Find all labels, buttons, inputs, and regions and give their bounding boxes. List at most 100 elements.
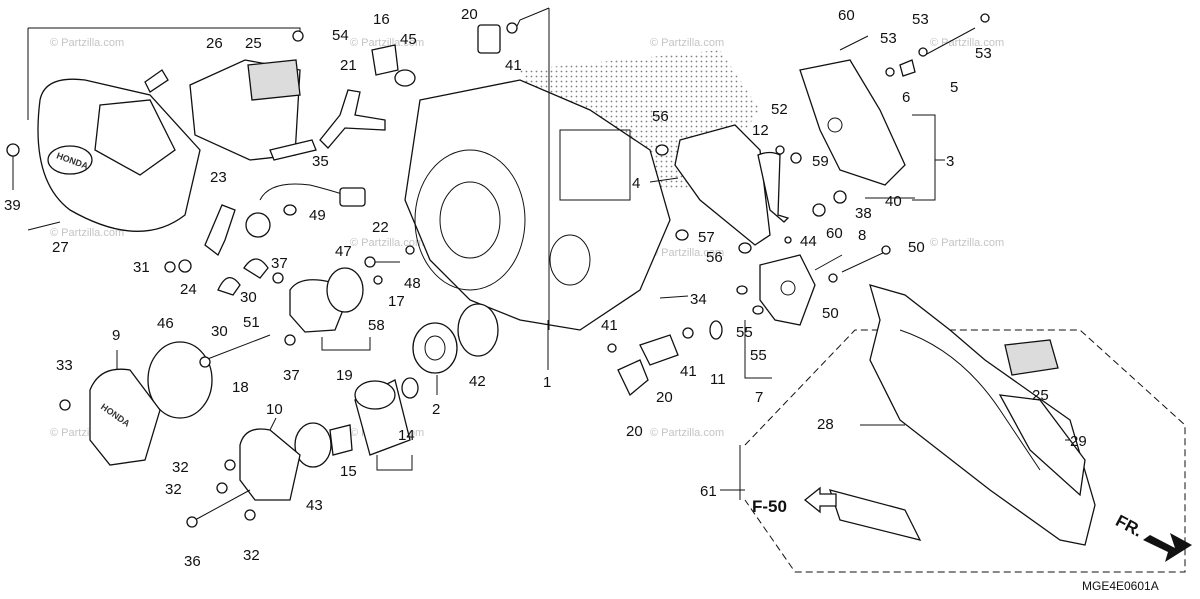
cover-9	[89, 368, 161, 466]
oring-46	[147, 341, 213, 419]
pad-25	[247, 59, 301, 101]
callout-20-low: 20	[626, 423, 643, 440]
sensor-20-low	[617, 359, 649, 397]
callout-43: 43	[306, 497, 323, 514]
watermark-2: © Partzilla.com	[50, 227, 124, 239]
callout-59: 59	[812, 153, 829, 170]
callout-24: 24	[180, 281, 197, 298]
callout-57: 57	[698, 229, 715, 246]
callout-56a: 56	[652, 108, 669, 125]
callout-48: 48	[404, 275, 421, 292]
plug-16	[371, 44, 399, 76]
cover-3	[799, 59, 906, 186]
callout-30b: 30	[240, 289, 257, 306]
leader-13	[376, 455, 413, 471]
bolt-37b	[284, 334, 296, 346]
callout-labels: 1 2 3 4 5 6 7 8 9 10 11 12 14 15 16 17 1…	[4, 6, 1087, 570]
bolt-34	[659, 295, 689, 299]
bolt-8	[841, 251, 886, 273]
leader-4	[649, 177, 679, 183]
callout-51: 51	[243, 314, 260, 331]
wire-22	[259, 183, 346, 201]
leader-10	[269, 417, 277, 431]
bolt-17-head	[364, 256, 376, 268]
callout-16: 16	[373, 11, 390, 28]
diagram-code: MGE4E0601A	[1082, 579, 1159, 593]
callout-42: 42	[469, 373, 486, 390]
clamp-30b	[243, 258, 269, 279]
callout-32b: 32	[165, 481, 182, 498]
crankcase-cover-1	[404, 79, 671, 331]
watermark-10: © Partzilla.com	[930, 37, 1004, 49]
callout-45: 45	[400, 31, 417, 48]
sensor-22	[245, 212, 271, 238]
cover-tab	[144, 69, 169, 93]
callout-56b: 56	[706, 249, 723, 266]
group-61-boundary	[744, 329, 1186, 573]
gasket-plate-4	[674, 124, 771, 246]
callout-32c: 32	[243, 547, 260, 564]
dowel-58	[373, 275, 383, 285]
fairing-28-crease	[899, 329, 1041, 471]
arrow-right-icon	[1143, 533, 1192, 562]
oring-49	[283, 204, 297, 216]
washer-41-top	[506, 22, 518, 34]
washer-41-low	[607, 343, 617, 353]
callout-55b: 55	[750, 347, 767, 364]
callout-37b: 37	[283, 367, 300, 384]
valve-body-7-hole	[780, 280, 796, 296]
callout-54: 54	[332, 27, 349, 44]
cover-port	[549, 234, 591, 286]
bolt-59	[790, 152, 802, 164]
callout-4: 4	[632, 175, 640, 192]
cover-3-hole	[827, 117, 843, 133]
callout-34: 34	[690, 291, 707, 308]
watermark-1: © Partzilla.com	[50, 37, 124, 49]
callout-35: 35	[312, 153, 329, 170]
callout-15: 15	[340, 463, 357, 480]
reference-label[interactable]: F-50	[752, 497, 787, 516]
callout-5: 5	[950, 79, 958, 96]
callout-37a: 37	[271, 255, 288, 272]
clamp-30a	[217, 277, 241, 296]
spring-14	[401, 377, 419, 399]
callout-60a: 60	[838, 7, 855, 24]
leader-20-head	[514, 7, 550, 31]
pad-25-lower	[1004, 339, 1059, 376]
filter-cap-2	[412, 322, 458, 374]
callout-2: 2	[432, 401, 440, 418]
hollow-arrow-left-icon	[803, 486, 837, 514]
washer-48	[405, 245, 415, 255]
callout-18: 18	[232, 379, 249, 396]
callout-7: 7	[755, 389, 763, 406]
cover-bore-inner	[439, 181, 501, 259]
bolt-54	[292, 30, 304, 42]
valve-body-7	[759, 254, 816, 326]
leader-7	[744, 320, 772, 379]
leader-27	[27, 221, 61, 231]
callout-41-top: 41	[505, 57, 522, 74]
bolt-32b	[216, 482, 228, 494]
callout-10: 10	[266, 401, 283, 418]
connector-22	[339, 187, 366, 207]
washer-53b	[918, 47, 928, 57]
guide-23	[204, 204, 236, 257]
leader-19	[321, 337, 371, 351]
bolt-39	[6, 143, 20, 157]
callout-46: 46	[157, 315, 174, 332]
bolt-38	[812, 203, 826, 217]
callout-33: 33	[56, 357, 73, 374]
callout-60b: 60	[826, 225, 843, 242]
washer-50a	[881, 245, 891, 255]
callout-20-top: 20	[461, 6, 478, 23]
callout-49: 49	[309, 207, 326, 224]
pin-5	[924, 27, 976, 56]
callout-55a: 55	[736, 324, 753, 341]
callout-38: 38	[855, 205, 872, 222]
dowel-55b	[752, 305, 764, 315]
oring-47	[326, 267, 364, 313]
callout-53b: 53	[912, 11, 929, 28]
callout-47: 47	[335, 243, 352, 260]
fairing-28	[869, 284, 1096, 546]
